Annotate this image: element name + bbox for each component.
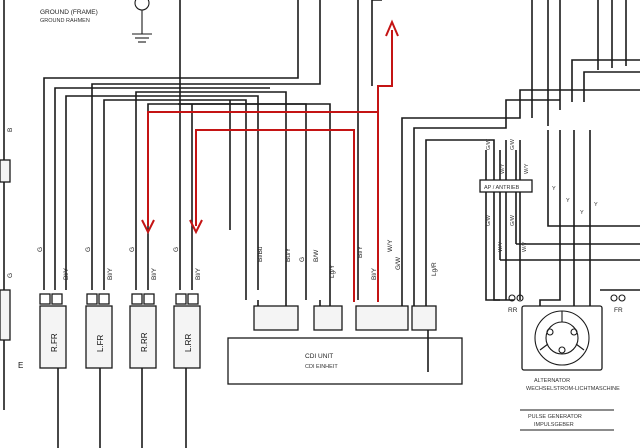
coil-wire-b-lfr: Bl/Y (107, 267, 114, 280)
cdi-wire-label-2: Bu/Y (285, 247, 292, 262)
coil-body-rrr (129, 305, 157, 369)
right-wire-label-11: Y (580, 210, 584, 216)
alternator-label: ALTERNATOR (534, 378, 570, 384)
cdi-connector-3 (355, 305, 409, 331)
ground-sublabel: GROUND RAHMEN (40, 18, 90, 24)
cdi-unit-sublabel: CDI EINHEIT (305, 364, 338, 370)
coil-body-lfr (85, 305, 113, 369)
pulse-generator-label: PULSE GENERATOR (528, 414, 582, 420)
cdi-wire-label-8: G/W (395, 256, 402, 270)
coil-wire-b-rrr: Bl/Y (151, 267, 158, 280)
cdi-wire-label-10: Lg/R (431, 262, 438, 276)
coil-wire-b-rfr: Bl/Y (63, 267, 70, 280)
cdi-unit (227, 300, 463, 385)
left-letter-label: E (18, 361, 23, 370)
left-wire-label: B (7, 128, 14, 132)
right-wire-label-9: Y (552, 186, 556, 192)
coil-label-lfr: L.FR (96, 334, 105, 352)
ap-connector (479, 150, 533, 290)
cdi-wire-label-4: B/W (313, 249, 320, 262)
coil-wire-a-lfr: G (85, 247, 92, 252)
cdi-wire-label-1: Bl/Bu (257, 246, 264, 262)
cdi-unit-body (227, 337, 463, 385)
coil-wire-a-lrr: G (173, 247, 180, 252)
cdi-wire-label-7: Bl/Y (371, 267, 378, 280)
ap-label: AP / ANTRIEB (484, 185, 520, 191)
right-wire-label-4: W/Y (524, 163, 530, 174)
right-wire-label-8: W/Y (522, 241, 528, 252)
right-wire-label-2: G/W (510, 138, 516, 150)
rr-fr-connector (508, 294, 626, 302)
ground-label: GROUND (FRAME) (40, 9, 98, 16)
ignition-coils (39, 293, 201, 448)
right-wire-label-1: G/W (486, 138, 492, 150)
cdi-wire-label-9: W/Y (387, 239, 394, 252)
coil-wire-a-rfr: G (37, 247, 44, 252)
right-wire-label-6: G/W (510, 214, 516, 226)
highlighted-circuit (141, 19, 399, 302)
coil-body-lrr (173, 305, 201, 369)
fr-label: FR (614, 307, 623, 314)
pulse-generator-symbol (520, 409, 614, 431)
coil-label-lrr: L.RR (184, 334, 193, 352)
cdi-connector-2 (313, 305, 343, 331)
coil-wire-b-lrr: Bl/Y (195, 267, 202, 280)
alternator-sublabel: WECHSELSTROM-LICHTMASCHINE (526, 386, 620, 392)
cdi-connector-4 (411, 305, 437, 331)
coil-wire-a-rrr: G (129, 247, 136, 252)
coil-body-rfr (39, 305, 67, 369)
right-wire-label-12: Y (594, 202, 598, 208)
harness-lines (43, 0, 640, 340)
coil-label-rrr: R.RR (140, 332, 149, 352)
right-wire-label-5: G/W (486, 214, 492, 226)
ground-symbol (132, 0, 152, 43)
cdi-wire-label-3: G (299, 257, 306, 262)
pulse-generator-sublabel: IMPULSGEBER (534, 422, 574, 428)
left-edge-component (0, 0, 11, 410)
left-mark-label: G (7, 273, 14, 278)
alternator-symbol (521, 305, 603, 371)
coil-label-rfr: R.FR (50, 333, 59, 352)
cdi-connector-1 (253, 305, 299, 331)
right-wire-label-3: W/Y (500, 163, 506, 174)
rr-label: RR (508, 307, 518, 314)
cdi-wire-label-5: Lg/Y (329, 264, 336, 278)
right-wire-label-10: Y (566, 198, 570, 204)
cdi-unit-label: CDI UNIT (305, 353, 333, 360)
cdi-wire-label-6: Bl/Y (357, 245, 364, 258)
right-wire-label-7: W/Y (498, 241, 504, 252)
